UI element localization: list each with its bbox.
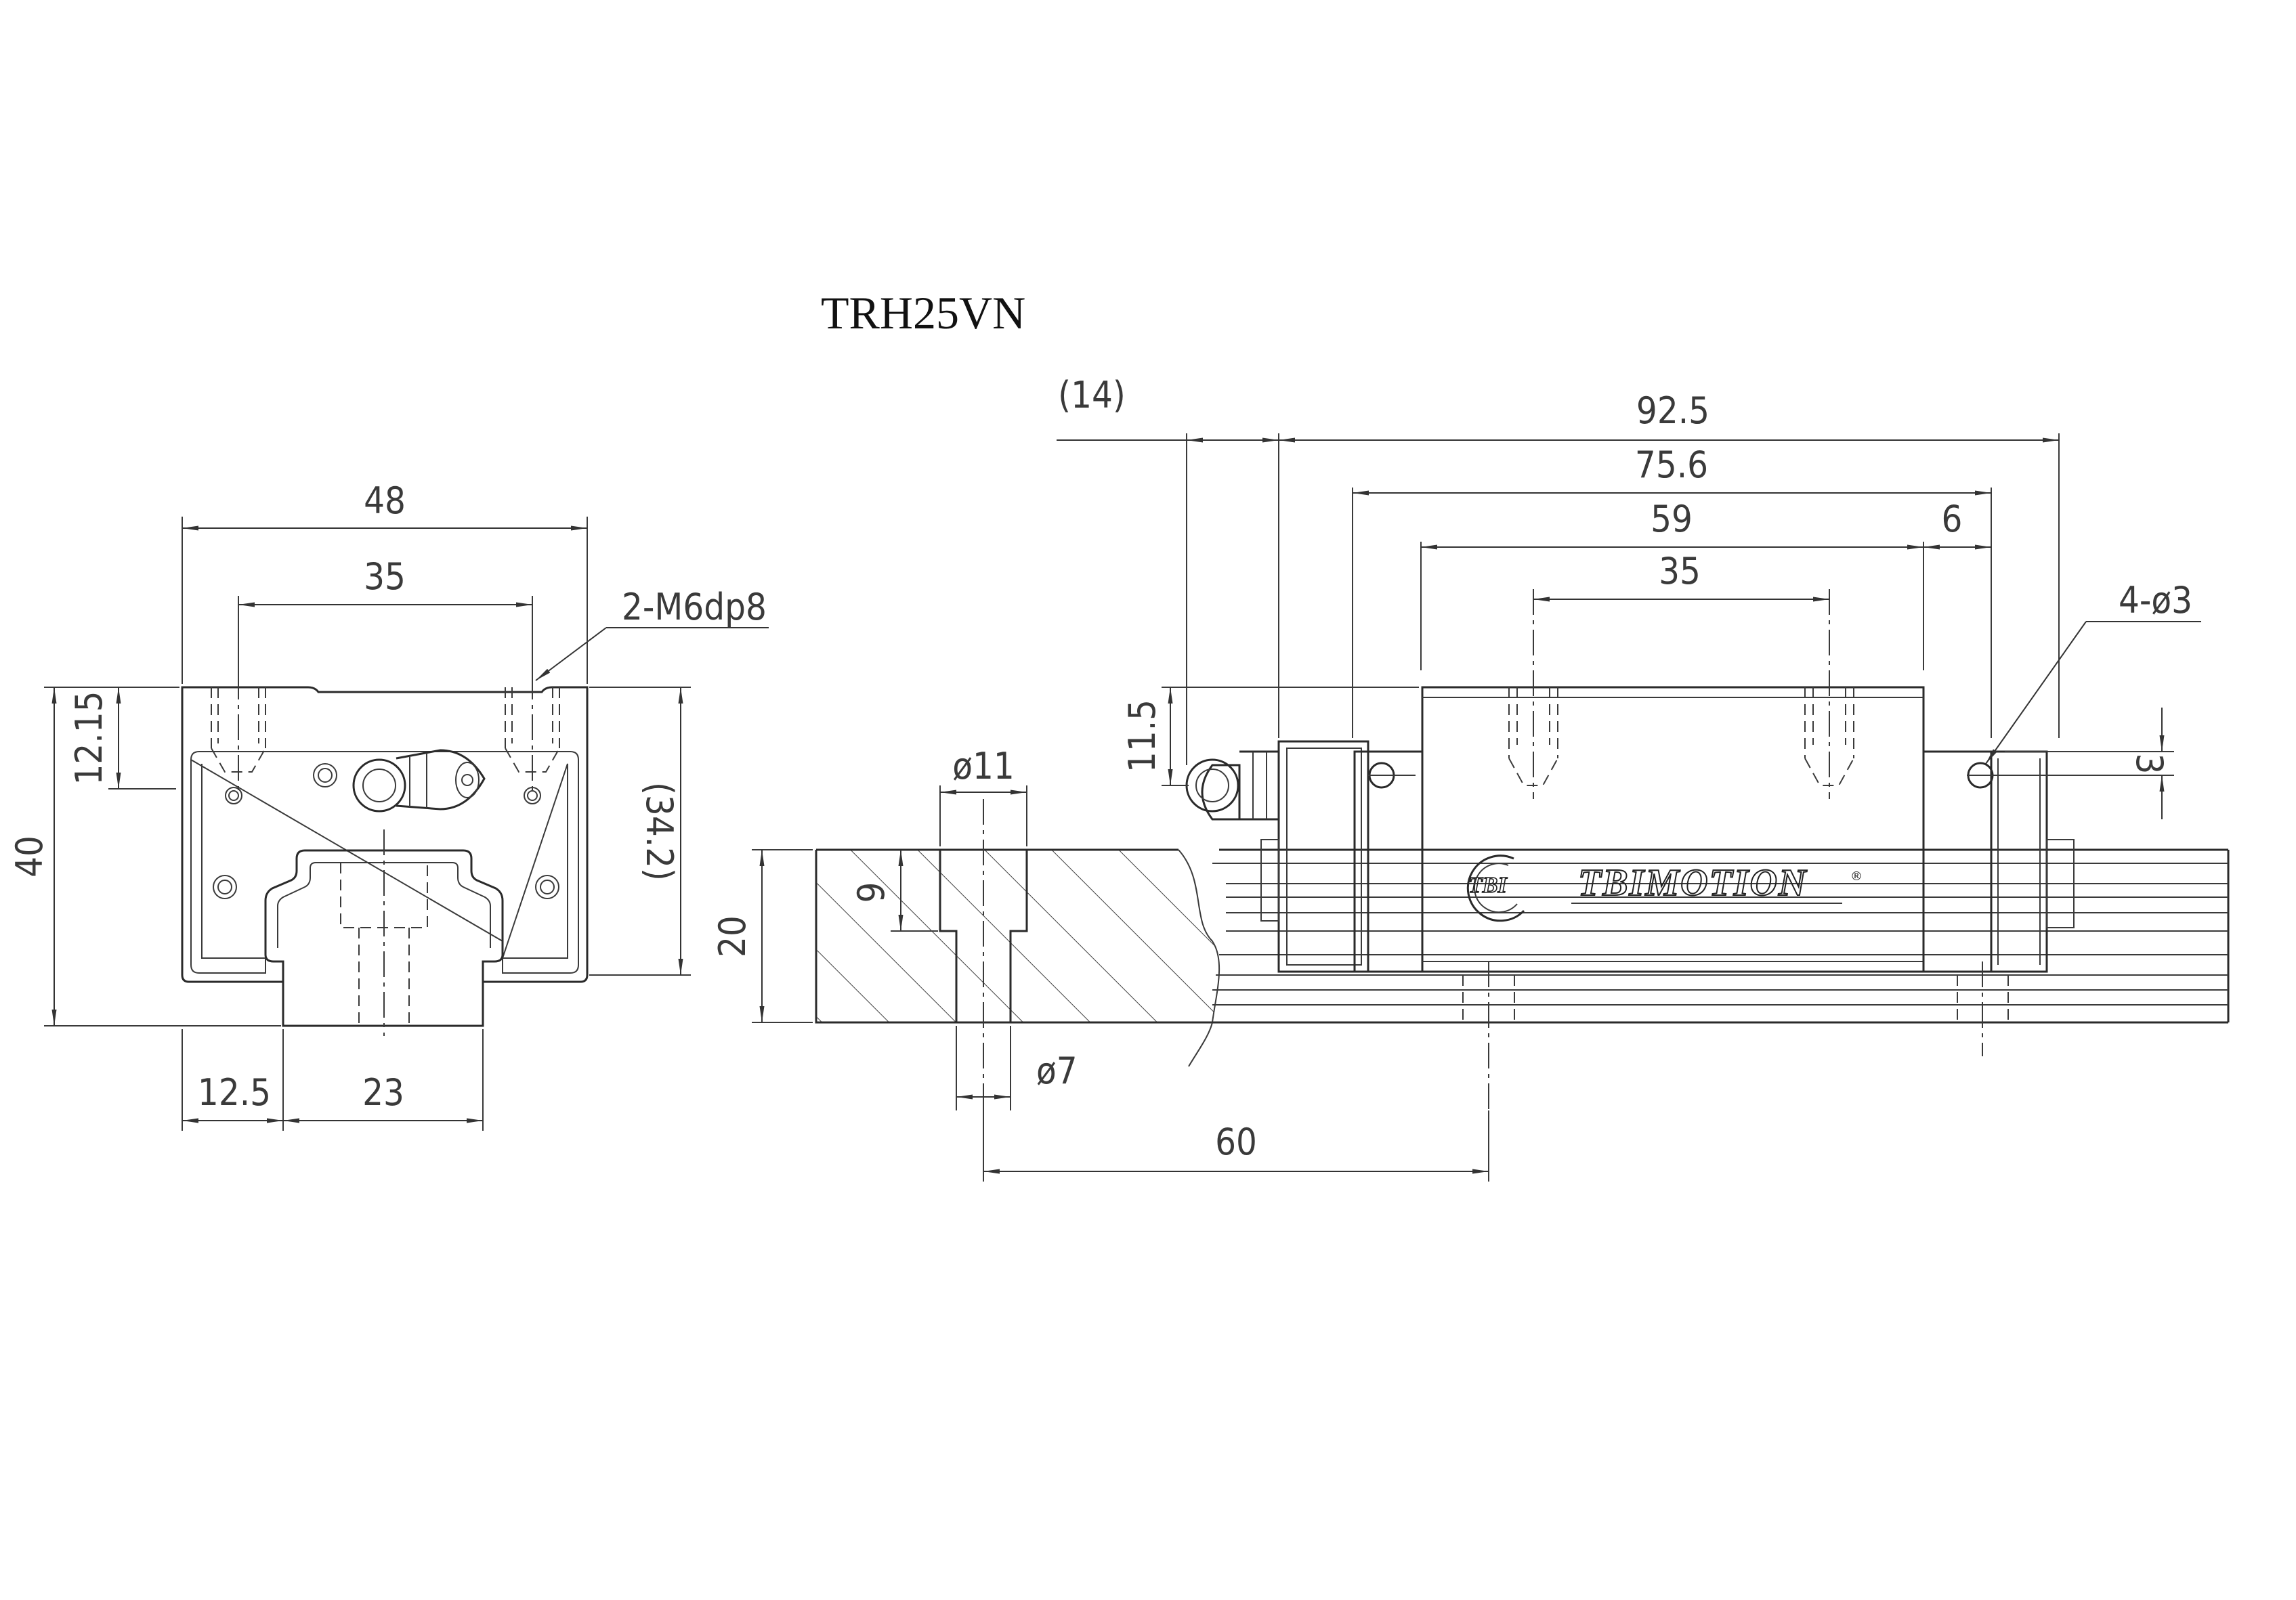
grease-nipple-side bbox=[1185, 750, 1280, 821]
dim-60: 60 bbox=[1215, 1121, 1257, 1163]
front-hole-top-left bbox=[225, 787, 242, 804]
front-plug-hole-inner bbox=[318, 768, 333, 783]
drawing-title: TRH25VN bbox=[821, 287, 1025, 339]
seal-lip-left bbox=[1260, 839, 1279, 922]
front-hole-right bbox=[535, 875, 559, 899]
front-hole-left bbox=[213, 875, 237, 899]
dim-23: 23 bbox=[362, 1071, 404, 1114]
front-hole-top-left-inner bbox=[228, 790, 239, 801]
holes-note: 4-ø3 bbox=[2119, 579, 2192, 622]
front-view: 48 35 2-M6dp8 40 12.15 (34.2) 12.5 23 bbox=[8, 479, 769, 1131]
side-tap-right bbox=[1804, 687, 1854, 786]
end-cap-right bbox=[1922, 750, 1993, 973]
dim-7-dia: ø7 bbox=[1036, 1050, 1078, 1092]
dim-11-5: 11.5 bbox=[1121, 699, 1164, 773]
grease-nipple-front bbox=[352, 749, 486, 813]
block-body-edges bbox=[1422, 697, 1923, 962]
dim-12-5: 12.5 bbox=[198, 1071, 271, 1114]
block-inner-outline bbox=[190, 751, 579, 974]
dim-92-5: 92.5 bbox=[1636, 389, 1709, 432]
brand-name: TBIMOTION bbox=[1578, 862, 1808, 904]
front-plug-hole bbox=[313, 763, 337, 787]
dim-75-6: 75.6 bbox=[1635, 444, 1708, 486]
tap-note: 2-M6dp8 bbox=[622, 586, 767, 628]
dim-14: (14) bbox=[1058, 374, 1126, 416]
block-side: TBI TBIMOTION ® bbox=[1260, 589, 2075, 973]
rail-side bbox=[1212, 848, 2230, 1024]
dim-35-front: 35 bbox=[364, 555, 406, 598]
dim-48: 48 bbox=[364, 479, 406, 522]
tbi-logo: TBI TBIMOTION ® bbox=[1466, 855, 1863, 922]
dim-59: 59 bbox=[1651, 498, 1693, 540]
block-body bbox=[1421, 686, 1925, 973]
front-hole-top-right bbox=[524, 787, 541, 804]
dim-35-side: 35 bbox=[1659, 550, 1701, 592]
base-plate-section bbox=[815, 848, 1220, 1067]
rail-profile bbox=[264, 849, 504, 1027]
dim-11-dia: ø11 bbox=[952, 745, 1015, 787]
side-view: TBI TBIMOTION ® bbox=[711, 374, 2230, 1182]
logo-mark-text: TBI bbox=[1468, 873, 1508, 898]
dim-40: 40 bbox=[8, 836, 51, 878]
dim-20: 20 bbox=[711, 915, 754, 957]
end-seal-left-inner bbox=[1286, 748, 1362, 966]
seal-lip-right bbox=[2046, 839, 2075, 928]
end-seal-right bbox=[1990, 750, 2048, 973]
dim-3: 3 bbox=[2128, 754, 2171, 775]
dim-6: 6 bbox=[1942, 498, 1963, 540]
block-front-outline bbox=[181, 686, 589, 1027]
dim-12-15: 12.15 bbox=[68, 691, 110, 785]
front-hole-left-inner bbox=[217, 880, 232, 894]
reg-mark: ® bbox=[1850, 869, 1863, 884]
front-hole-right-inner bbox=[540, 880, 555, 894]
block-face-outline bbox=[201, 763, 568, 959]
leader-holes bbox=[1985, 621, 2087, 764]
dim-34-2: (34.2) bbox=[638, 782, 681, 881]
leader-tap bbox=[535, 627, 607, 681]
end-seal-right-inner bbox=[1997, 758, 2041, 965]
front-hole-top-right-inner bbox=[527, 790, 538, 801]
side-tap-left bbox=[1508, 687, 1558, 786]
dim-9: 9 bbox=[850, 882, 893, 903]
